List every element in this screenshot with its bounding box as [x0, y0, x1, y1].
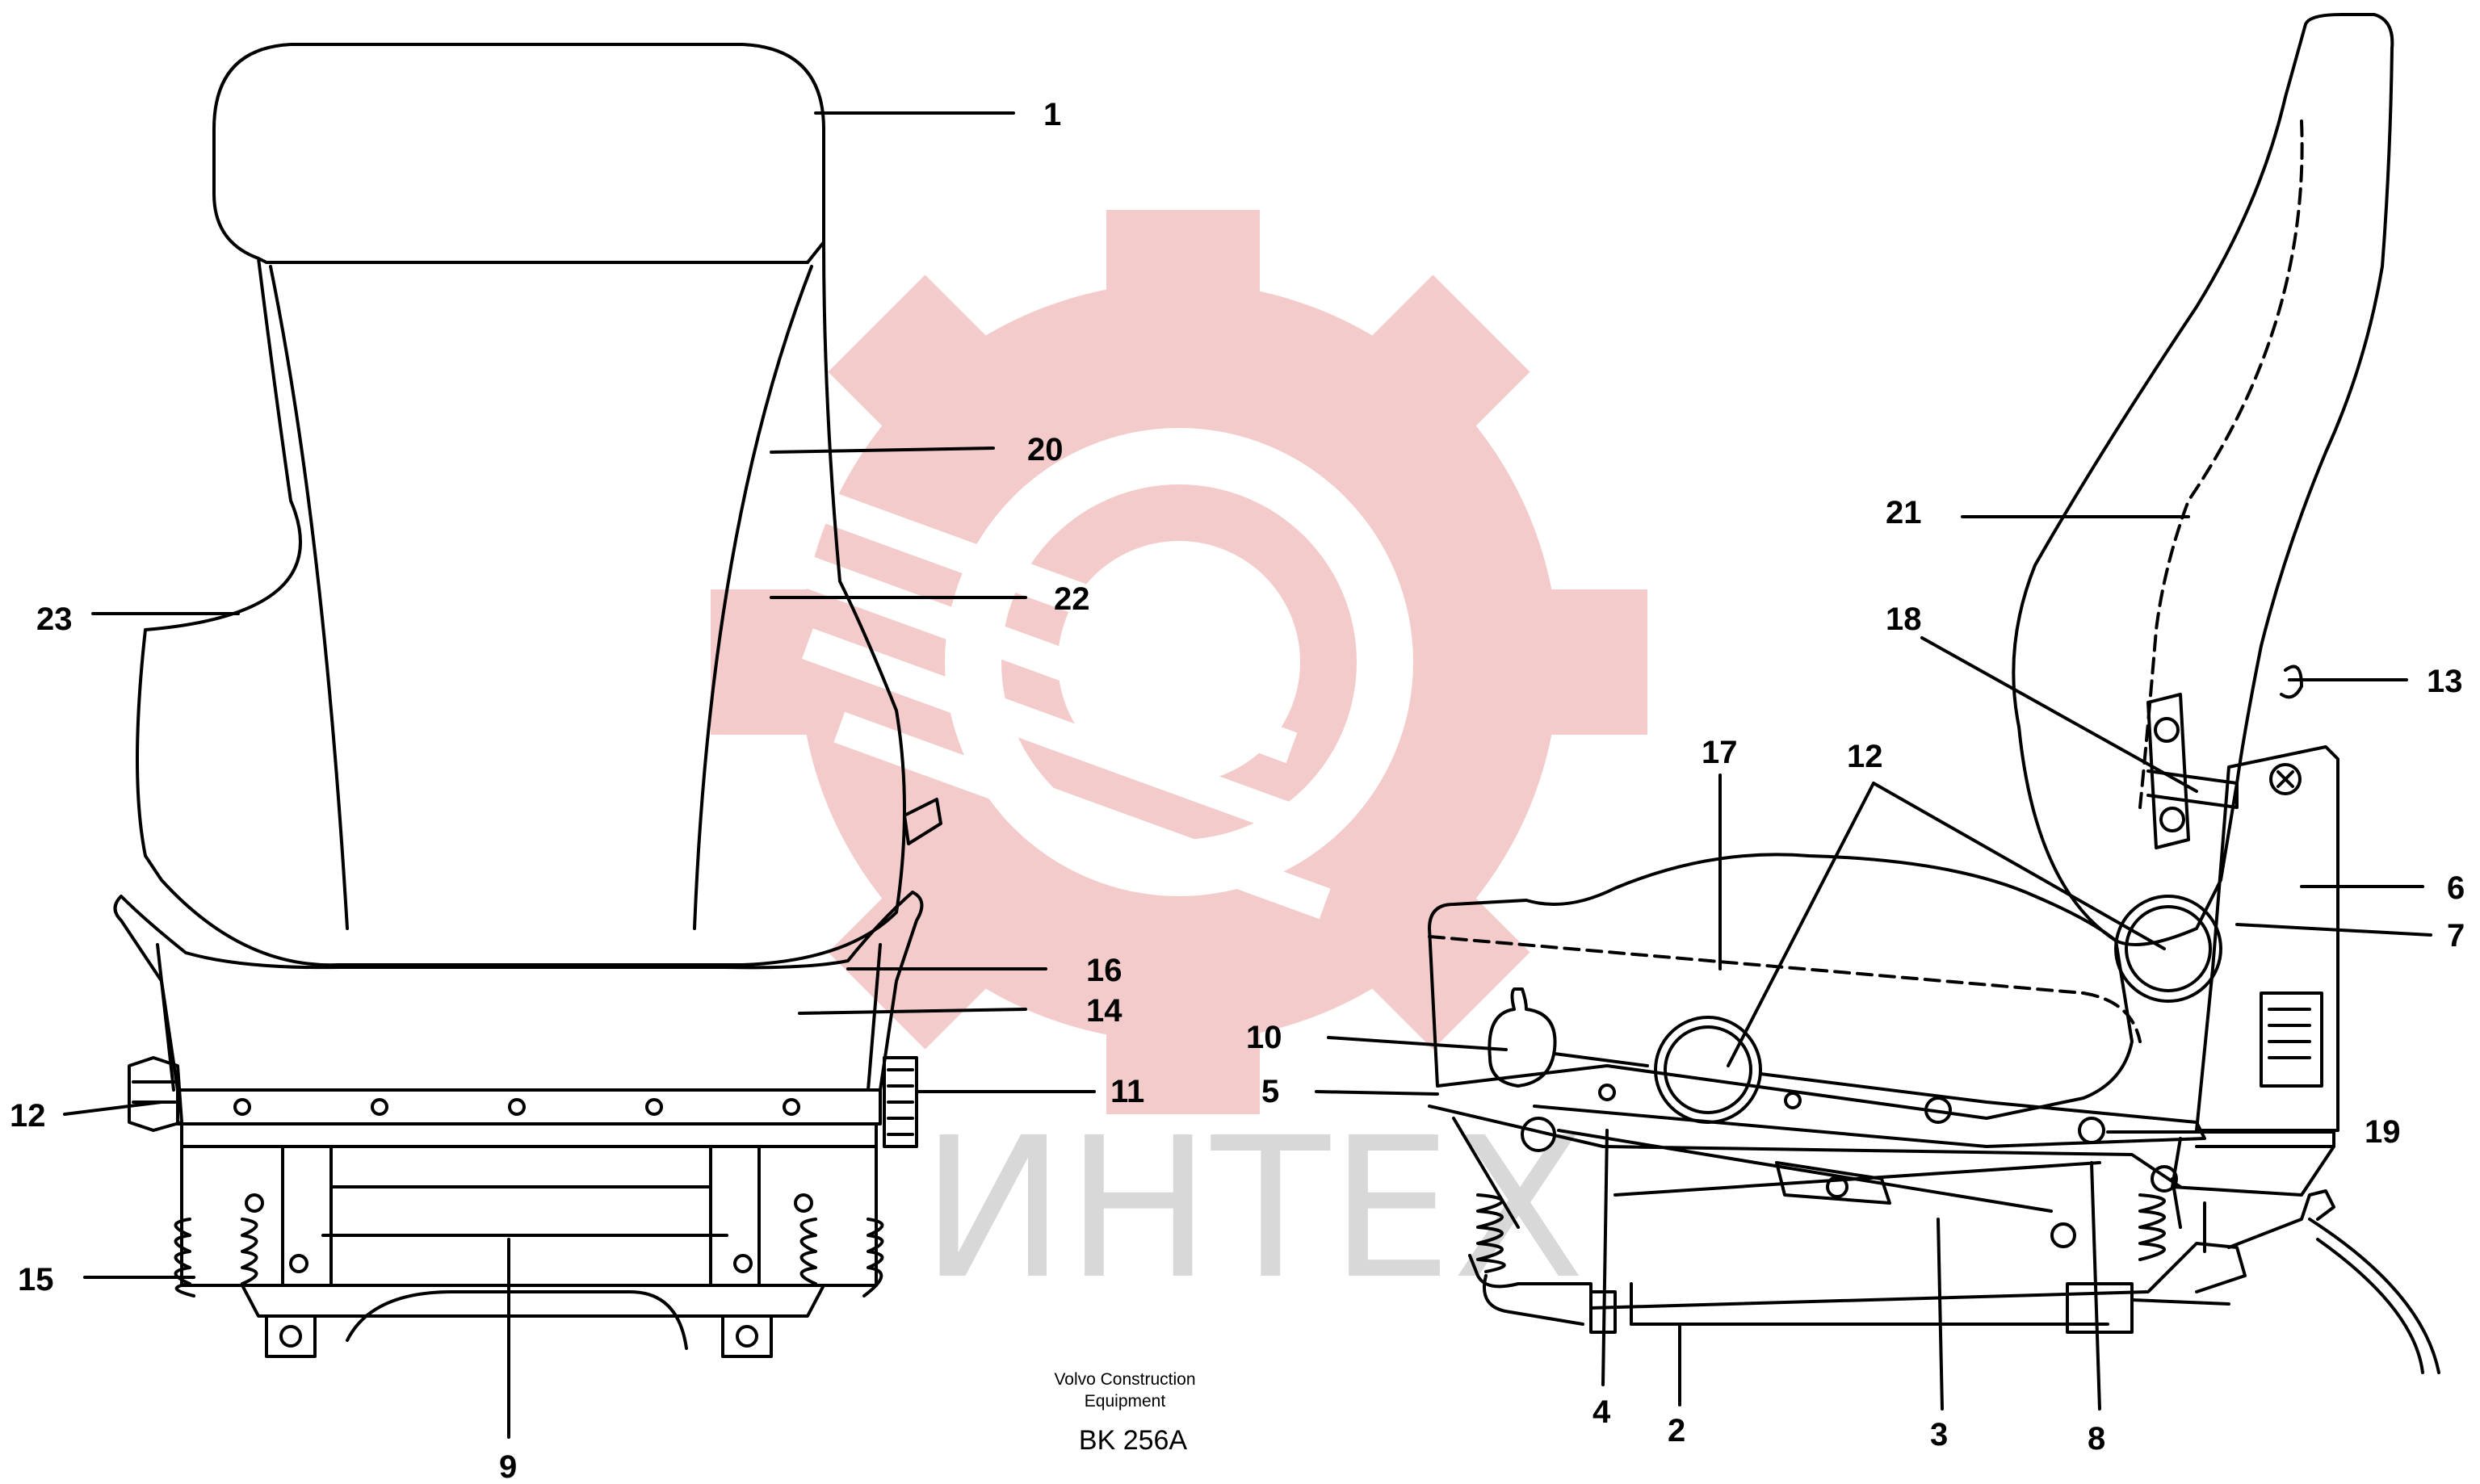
backrest-knob [2280, 664, 2303, 699]
recline-bracket [2195, 745, 2339, 1132]
side-seat-cushion [1428, 853, 2134, 1120]
label-17: 17 [1702, 735, 1738, 770]
label-16: 16 [1086, 953, 1123, 988]
watermark-gear-logo [711, 210, 1647, 1114]
base-cable [346, 1290, 688, 1350]
side-spring-left [1476, 1193, 1506, 1273]
leader-5 [1315, 1090, 1439, 1096]
leader-18 [1920, 636, 2198, 793]
side-base-frame [1468, 1242, 2247, 1310]
label-1: 1 [1043, 97, 1061, 132]
cushion-seam-dashed [1428, 935, 2085, 995]
caption-code: BK 256A [1079, 1425, 1188, 1456]
seat-side-view [1428, 13, 2440, 1374]
part-labels: 1 20 22 23 16 14 11 12 15 9 21 18 13 17 … [10, 97, 2465, 1484]
side-cable [2227, 1189, 2335, 1249]
base-foot-left [265, 1314, 317, 1358]
base-foot-right [721, 1314, 773, 1358]
side-lever [1775, 1161, 1891, 1205]
label-14: 14 [1086, 993, 1123, 1029]
leader-3 [1937, 1218, 1944, 1411]
leader-14 [798, 1008, 1027, 1015]
label-13: 13 [2427, 664, 2463, 699]
label-6: 6 [2447, 870, 2465, 906]
backrest-center-right [693, 265, 813, 930]
label-11: 11 [1110, 1074, 1144, 1109]
leader-8 [2090, 1161, 2101, 1411]
label-12-side: 12 [1847, 739, 1883, 774]
hinge-plate [2146, 693, 2190, 849]
adjust-knob-right [883, 1056, 918, 1148]
backrest-outline [136, 192, 906, 967]
suspension-frame [180, 1122, 878, 1287]
label-2: 2 [1668, 1413, 1685, 1448]
leader-7 [2235, 923, 2432, 937]
seat-cushion [113, 891, 924, 1092]
leader-20 [770, 446, 995, 454]
label-7: 7 [2447, 918, 2465, 954]
label-20: 20 [1027, 432, 1064, 467]
mounting-rail [176, 1088, 882, 1126]
leader-12-side-a [1727, 782, 1875, 1067]
label-4: 4 [1592, 1394, 1611, 1430]
watermark-stripes [738, 461, 1331, 920]
backrest-adjust-knob [2114, 895, 2222, 1003]
label-18: 18 [1886, 602, 1922, 637]
watermark-text: ИНТЕХ [921, 1096, 1585, 1322]
backrest-inner-dashed [2138, 119, 2304, 809]
seat-base-front [241, 1284, 825, 1318]
caption-line1: Volvo Construction [1054, 1370, 1195, 1389]
label-5: 5 [1261, 1074, 1279, 1109]
leader-12-side-b [1872, 782, 2166, 950]
label-15: 15 [18, 1262, 54, 1297]
caption-line2: Equipment [1085, 1392, 1166, 1411]
backrest-panel-top [257, 241, 825, 264]
label-12-front: 12 [10, 1098, 46, 1134]
spring-right [799, 1218, 817, 1285]
leader-lines [63, 111, 2432, 1439]
label-19: 19 [2365, 1114, 2401, 1150]
spring-left [174, 1218, 195, 1297]
headrest-outline [212, 43, 825, 244]
label-21: 21 [1886, 495, 1922, 530]
suspension-scissor [1428, 1105, 2182, 1229]
front-adjust-knob [1488, 987, 1557, 1088]
leader-4 [1601, 1129, 1609, 1386]
leader-12-front [63, 1100, 163, 1116]
side-spring-right [2138, 1193, 2166, 1261]
label-22: 22 [1054, 581, 1090, 617]
label-8: 8 [2088, 1421, 2105, 1457]
label-23: 23 [36, 602, 73, 637]
caption-block: Volvo Construction Equipment BK 256A [1054, 1370, 1195, 1456]
label-3: 3 [1930, 1417, 1948, 1453]
leader-10 [1327, 1036, 1508, 1051]
info-plate [2260, 991, 2323, 1088]
label-9: 9 [499, 1449, 517, 1484]
backrest-center-left [269, 265, 349, 930]
side-grip [903, 798, 942, 845]
label-10: 10 [1246, 1020, 1282, 1055]
